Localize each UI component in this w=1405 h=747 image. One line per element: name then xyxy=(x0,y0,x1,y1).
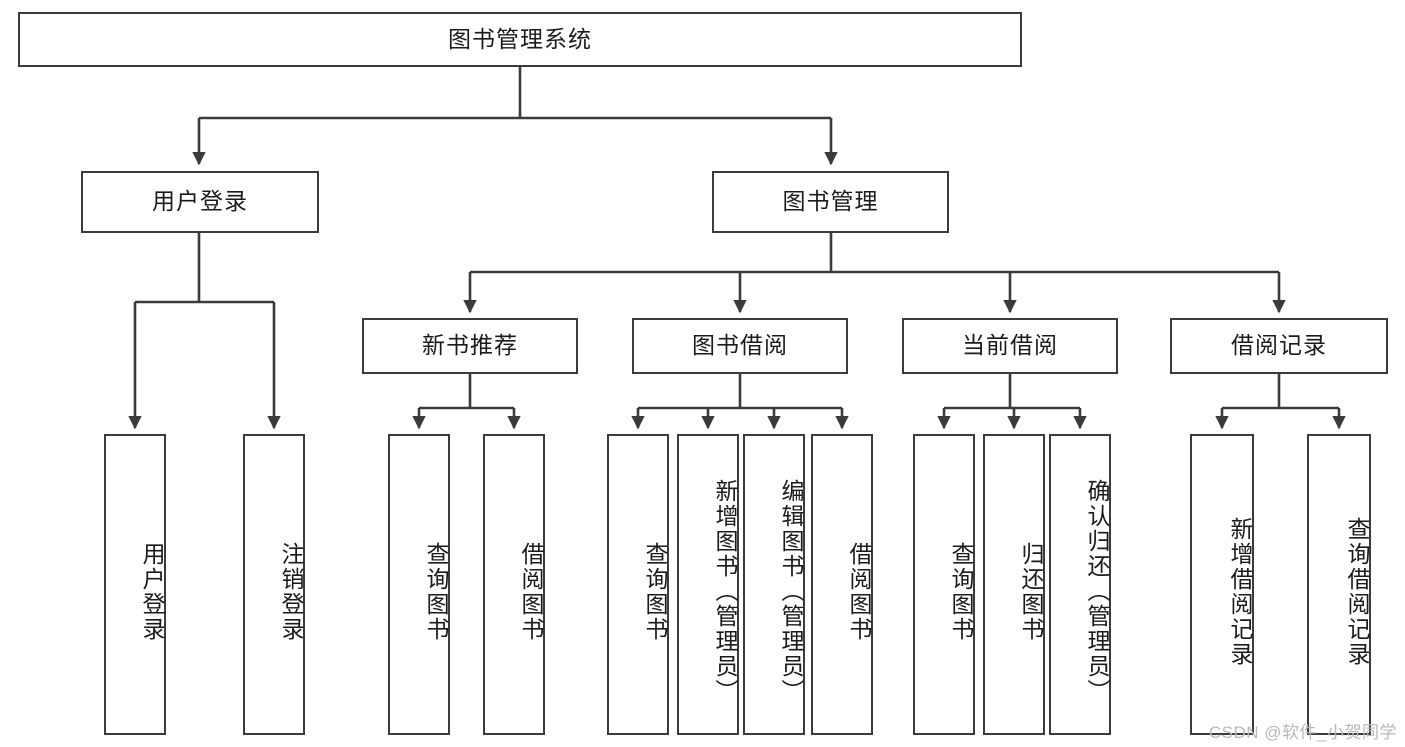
leaf-add-book-admin-label: 新增图书（管理员） xyxy=(712,479,738,704)
leaf-logout-login[interactable]: 注销登录 xyxy=(243,434,305,735)
leaf-edit-book-admin[interactable]: 编辑图书（管理员） xyxy=(743,434,805,735)
leaf-query-book-borrow[interactable]: 查询图书 xyxy=(607,434,669,735)
leaf-return-book[interactable]: 归还图书 xyxy=(983,434,1045,735)
leaf-query-borrow-record-label: 查询借阅记录 xyxy=(1344,516,1370,667)
leaf-edit-book-admin-label: 编辑图书（管理员） xyxy=(778,479,804,704)
node-book-borrow-label: 图书借阅 xyxy=(692,332,788,359)
leaf-confirm-return-admin-label: 确认归还（管理员） xyxy=(1084,479,1110,704)
leaf-query-book-current[interactable]: 查询图书 xyxy=(913,434,975,735)
leaf-add-borrow-record-label: 新增借阅记录 xyxy=(1227,516,1253,667)
node-current-borrow-label: 当前借阅 xyxy=(962,332,1058,359)
node-new-book-recommend-label: 新书推荐 xyxy=(422,332,518,359)
leaf-confirm-return-admin[interactable]: 确认归还（管理员） xyxy=(1049,434,1111,735)
leaf-logout-login-label: 注销登录 xyxy=(278,541,304,642)
node-borrow-record[interactable]: 借阅记录 xyxy=(1170,318,1388,374)
node-root[interactable]: 图书管理系统 xyxy=(18,12,1022,67)
leaf-query-book-borrow-label: 查询图书 xyxy=(642,541,668,642)
node-root-label: 图书管理系统 xyxy=(448,25,592,52)
leaf-query-book-current-label: 查询图书 xyxy=(948,541,974,642)
leaf-return-book-label: 归还图书 xyxy=(1018,541,1044,642)
leaf-borrow-book-recommend-label: 借阅图书 xyxy=(518,541,544,642)
leaf-add-book-admin[interactable]: 新增图书（管理员） xyxy=(677,434,739,735)
node-book-management-label: 图书管理 xyxy=(782,188,879,215)
leaf-borrow-book[interactable]: 借阅图书 xyxy=(811,434,873,735)
node-user-login[interactable]: 用户登录 xyxy=(81,171,319,233)
node-book-borrow[interactable]: 图书借阅 xyxy=(632,318,848,374)
node-borrow-record-label: 借阅记录 xyxy=(1231,332,1327,359)
leaf-query-book-recommend[interactable]: 查询图书 xyxy=(388,434,450,735)
node-new-book-recommend[interactable]: 新书推荐 xyxy=(362,318,578,374)
node-user-login-label: 用户登录 xyxy=(152,188,248,215)
leaf-borrow-book-label: 借阅图书 xyxy=(846,541,872,642)
leaf-user-login[interactable]: 用户登录 xyxy=(104,434,166,735)
node-book-management[interactable]: 图书管理 xyxy=(712,171,949,233)
node-current-borrow[interactable]: 当前借阅 xyxy=(902,318,1118,374)
leaf-query-book-recommend-label: 查询图书 xyxy=(423,541,449,642)
leaf-user-login-label: 用户登录 xyxy=(139,541,165,642)
leaf-query-borrow-record[interactable]: 查询借阅记录 xyxy=(1307,434,1371,735)
leaf-add-borrow-record[interactable]: 新增借阅记录 xyxy=(1190,434,1254,735)
csdn-watermark: CSDN @软件_小贺同学 xyxy=(1208,723,1397,742)
leaf-borrow-book-recommend[interactable]: 借阅图书 xyxy=(483,434,545,735)
